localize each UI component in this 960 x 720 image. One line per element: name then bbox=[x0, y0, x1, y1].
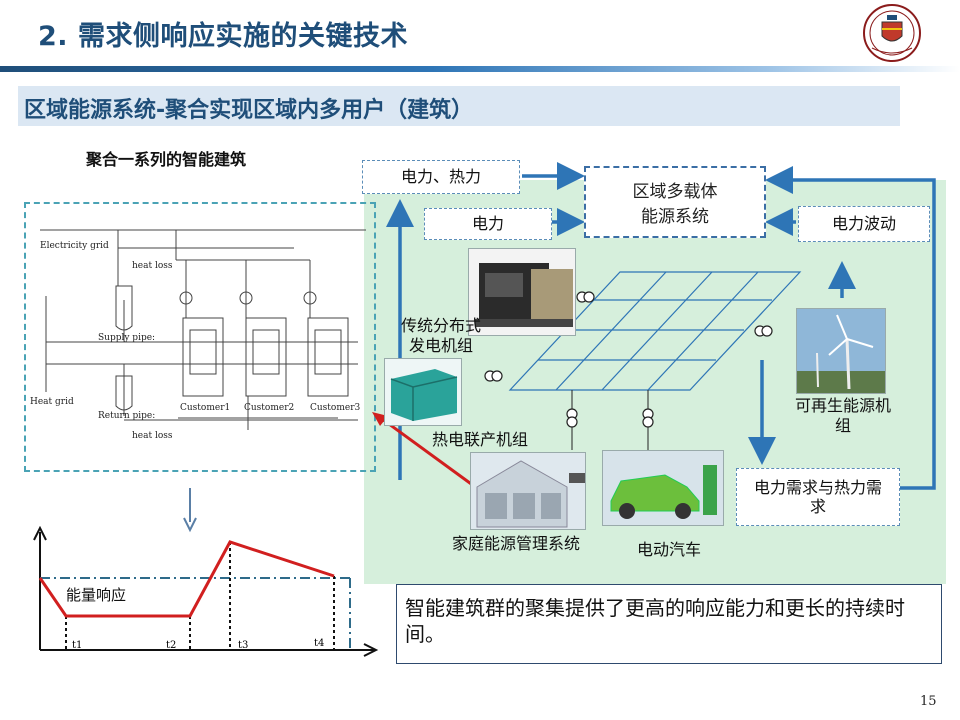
page-number: 15 bbox=[920, 694, 937, 709]
chp-label: 热电联产机组 bbox=[431, 430, 528, 449]
title-underline bbox=[0, 66, 960, 72]
ev-label: 电动汽车 bbox=[636, 540, 701, 559]
tick-t1: t1 bbox=[72, 640, 82, 651]
energy-flow-diagram bbox=[386, 162, 936, 490]
heat-electric-schematic: Electricity grid heat loss Supply pipe: … bbox=[30, 229, 366, 441]
university-seal-logo bbox=[863, 4, 921, 62]
schematic-frame bbox=[24, 202, 376, 472]
chp-unit-image bbox=[384, 358, 462, 426]
tick-t4: t4 bbox=[314, 638, 324, 649]
label-return-pipe: Return pipe: bbox=[98, 411, 155, 421]
home-energy-management-image bbox=[470, 452, 586, 530]
power-heat-demand-box: 电力需求与热力需求 bbox=[736, 468, 900, 526]
regional-energy-system-box: 区域多载体 能源系统 bbox=[584, 166, 766, 238]
electric-vehicle-image bbox=[602, 450, 724, 526]
power-heat-box: 电力、热力 bbox=[362, 160, 520, 194]
tick-t2: t2 bbox=[166, 640, 176, 651]
label-heat-loss-top: heat loss bbox=[132, 261, 173, 271]
diesel-generator-image bbox=[468, 248, 576, 336]
label-electricity-grid: Electricity grid bbox=[40, 241, 109, 251]
wind-turbine-image bbox=[796, 308, 886, 394]
home-ems-label: 家庭能源管理系统 bbox=[451, 534, 580, 553]
renewable-label: 可再生能源机组 bbox=[794, 396, 891, 435]
page-title: 2. 需求侧响应实施的关键技术 bbox=[38, 21, 408, 52]
label-heat-grid: Heat grid bbox=[30, 397, 74, 407]
section-heading: 区域能源系统-聚合实现区域内多用户（建筑） bbox=[24, 98, 474, 123]
label-supply-pipe: Supply pipe: bbox=[98, 333, 155, 343]
traditional-generator-label: 传统分布式发电机组 bbox=[400, 316, 481, 355]
label-customer-3: Customer3 bbox=[310, 403, 360, 413]
energy-response-chart: 能量响应 t1 t2 t3 t4 bbox=[33, 526, 379, 657]
regional-line-1: 区域多载体 bbox=[632, 182, 718, 202]
section-banner bbox=[18, 86, 900, 126]
left-subtitle: 聚合一系列的智能建筑 bbox=[86, 150, 247, 169]
label-heat-loss-bottom: heat loss bbox=[132, 431, 173, 441]
label-customer-1: Customer1 bbox=[180, 403, 230, 413]
power-fluctuation-box: 电力波动 bbox=[798, 206, 930, 242]
regional-line-2: 能源系统 bbox=[641, 207, 709, 227]
energy-response-label: 能量响应 bbox=[66, 586, 126, 604]
label-customer-2: Customer2 bbox=[244, 403, 294, 413]
conclusion-note: 智能建筑群的聚集提供了更高的响应能力和更长的持续时间。 bbox=[396, 584, 942, 664]
tick-t3: t3 bbox=[238, 640, 248, 651]
down-arrow-icon bbox=[183, 488, 197, 533]
power-box: 电力 bbox=[424, 208, 552, 240]
